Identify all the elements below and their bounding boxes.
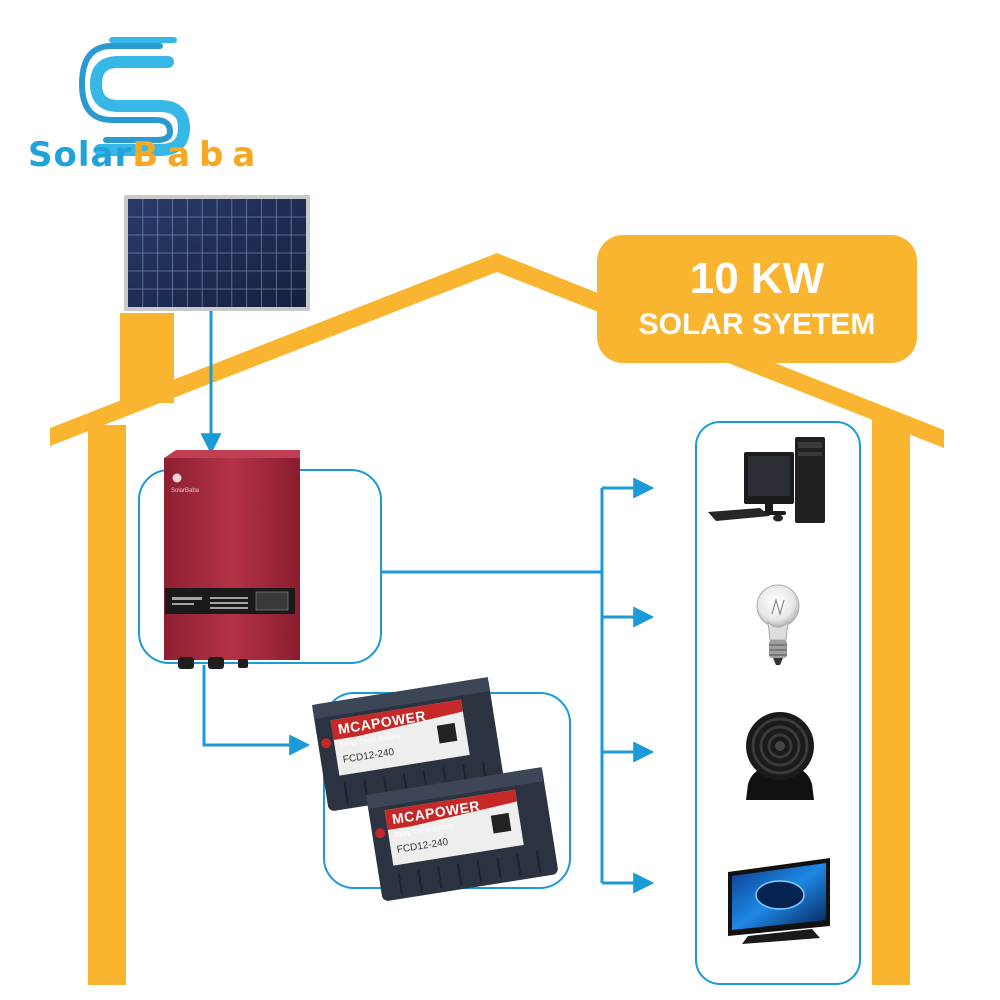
left-wall (88, 425, 126, 985)
badge-title: 10 KW (690, 254, 825, 303)
logo-mark-icon (78, 37, 191, 156)
inverter-logo-icon (172, 473, 182, 483)
connectors (200, 311, 655, 894)
system-rating-badge: 10 KW SOLAR SYETEM (597, 235, 917, 363)
inverter-brand: SolarBaba (171, 488, 200, 494)
svg-text:SolarBaba: SolarBaba (28, 135, 264, 175)
tv-icon (728, 858, 830, 944)
house-outline (50, 253, 944, 985)
chimney (120, 313, 174, 403)
loads (708, 437, 830, 944)
logo-word-baba: Baba (132, 135, 264, 175)
badge-subtitle: SOLAR SYETEM (639, 308, 876, 341)
solar-panel (124, 195, 310, 311)
battery-unit: MCAPOWER Deep Cycle Battery FCD12-240 (312, 677, 504, 811)
battery-unit: MCAPOWER Deep Cycle Battery FCD12-240 (366, 767, 558, 901)
loads-frame (695, 421, 861, 985)
battery-bank: MCAPOWER Deep Cycle Battery FCD12-240 MC… (312, 677, 558, 901)
inverter: SolarBaba (164, 450, 300, 669)
right-wall (872, 420, 910, 985)
bulb-icon (756, 584, 800, 665)
solarbaba-logo: SolarBaba (28, 37, 264, 175)
logo-word-solar: Solar (28, 135, 132, 175)
fan-icon (746, 712, 814, 800)
inverter-lcd (255, 591, 289, 611)
computer-icon (708, 437, 825, 523)
inverter-to-battery-line (202, 665, 311, 756)
